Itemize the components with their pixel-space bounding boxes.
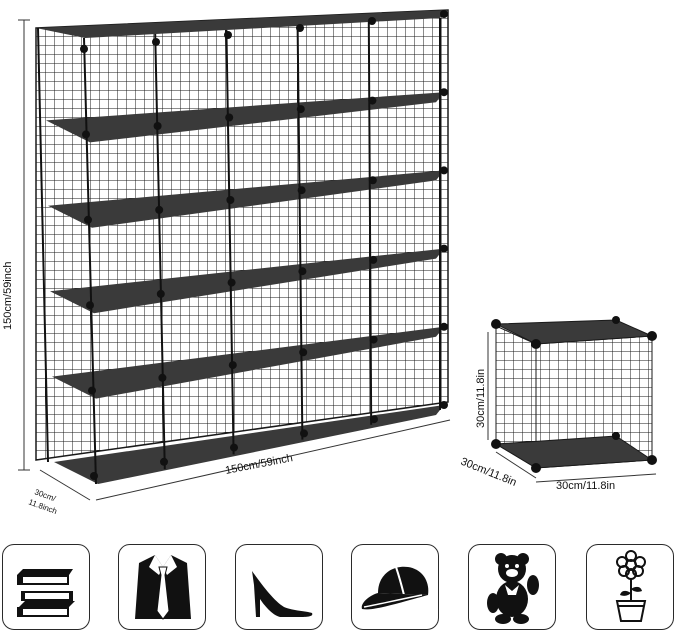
connector-dot [82,130,90,139]
shirt-tile [118,544,206,630]
cube-height-dimension: 30cm/11.8in [475,332,489,440]
cube-width-label: 30cm/11.8in [556,480,615,492]
shirt-tie-icon [135,554,191,620]
usage-icons-row [0,544,679,634]
connector-dot [80,45,88,53]
connector-dot [230,443,238,452]
connector-dot [296,24,304,32]
connector-dot [370,415,378,424]
cube-width-dimension: 30cm/11.8in [535,473,657,492]
connector-dot [153,122,162,130]
connector-dot [440,401,448,409]
books-tile [2,544,90,630]
connector-dot [158,373,167,382]
connector-dot [88,386,96,395]
connector-dot [440,322,448,331]
connector-dot [440,10,448,18]
connector-dot [440,244,448,253]
front-post [37,27,49,463]
shelf-panel [46,92,444,143]
connector-dot [228,361,237,370]
single-cube [491,316,657,473]
large-depth-dimension: 30cm/ 11.8inch [27,469,91,516]
teddy-tile [468,544,556,630]
connector-dot [155,205,164,214]
large-height-label: 150cm/59inch [2,262,14,331]
connector-dot [225,113,234,122]
teddy-bear-icon [487,553,539,624]
flower-tile [586,544,674,630]
large-cube-shelf [35,9,449,485]
connector-dot [300,429,308,438]
large-height-dimension: 150cm/59inch [2,19,30,471]
cube-height-label: 30cm/11.8in [475,369,487,428]
vertical-divider [296,25,304,440]
connector-dot [368,176,377,185]
cap-tile [351,544,439,630]
connector-dot [226,196,235,204]
connector-dot [160,457,168,466]
cap-icon [361,566,429,610]
shelf-panel [52,326,444,399]
connector-dot [440,166,448,175]
shelf-panel [48,170,444,228]
connector-dot [369,335,378,344]
vertical-divider [367,21,373,425]
vertical-divider [83,37,97,485]
shelf-panel [50,248,444,314]
connector-dot [296,105,305,114]
shoe-tile [235,544,323,630]
books-icon [17,569,75,617]
connector-dot [86,301,94,310]
high-heel-shoe-icon [252,571,313,617]
connector-dot [369,255,378,264]
product-dimension-illustration: 150cm/59inch 150cm/59inch 30cm/ 11.8inch… [2,9,657,516]
connector-dot [156,289,165,298]
shelf-panel [54,405,444,484]
connector-dot [84,215,92,224]
vertical-divider [225,29,235,455]
connector-dot [368,17,376,25]
connector-dot [227,278,236,287]
connector-dot [299,348,308,357]
connector-dot [90,472,98,480]
vertical-divider [154,33,166,470]
connector-dot [440,88,448,97]
flower-pot-icon [615,550,647,622]
connector-dot [297,186,306,195]
connector-dot [224,31,232,39]
connector-dot [368,96,377,105]
connector-dot [152,38,160,46]
connector-dot [298,267,307,276]
